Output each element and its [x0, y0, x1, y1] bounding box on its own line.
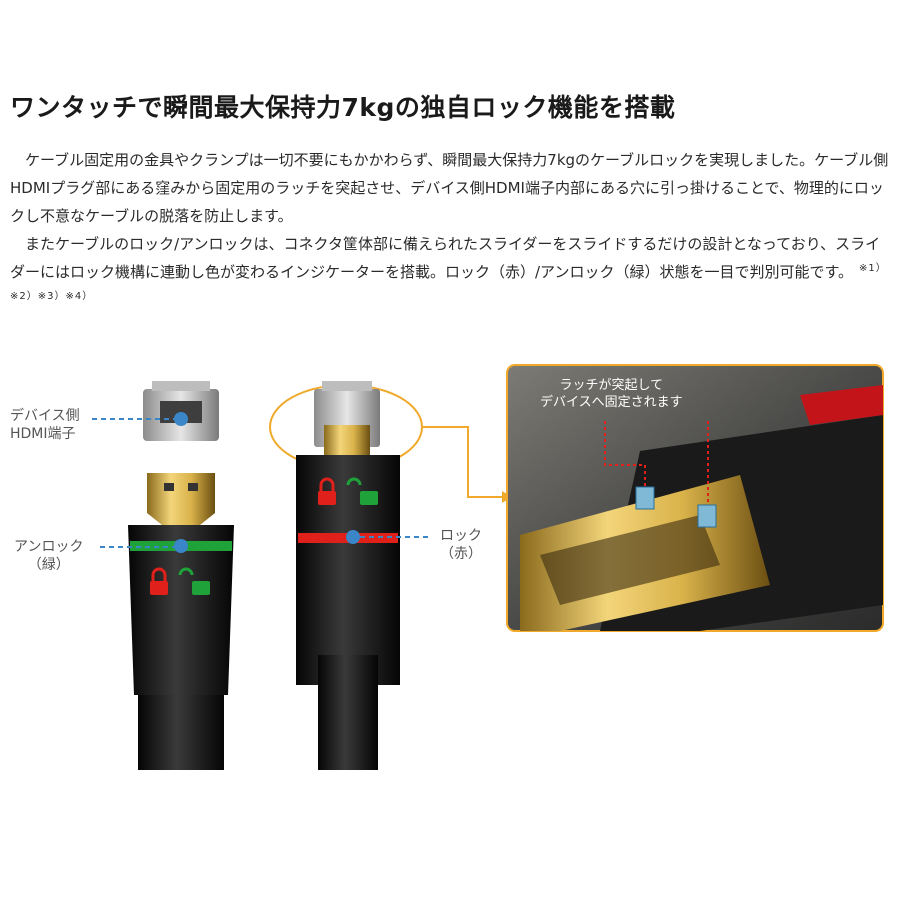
- label-device-port: デバイス側 HDMI端子: [10, 407, 80, 443]
- cable-middle: [318, 655, 378, 770]
- label-device-port-line2: HDMI端子: [10, 426, 76, 442]
- paragraph-2: またケーブルのロック/アンロックは、コネクタ筐体部に備えられたスライダーをスライ…: [10, 230, 892, 314]
- device-port-left: [143, 381, 219, 441]
- hdmi-plug-locked: [269, 381, 423, 770]
- latch-callout-line2: デバイスへ固定されます: [540, 395, 683, 410]
- zoomed-latch-photo: [506, 364, 884, 632]
- paragraph-1: ケーブル固定用の金具やクランプは一切不要にもかかわらず、瞬間最大保持力7kgのケ…: [10, 146, 892, 230]
- latch-callout: ラッチが突起して デバイスへ固定されます: [540, 377, 683, 411]
- cable-left: [138, 695, 224, 770]
- paragraph-1-text: ケーブル固定用の金具やクランプは一切不要にもかかわらず、瞬間最大保持力7kgのケ…: [10, 151, 889, 225]
- label-unlock: アンロック （緑）: [14, 538, 83, 574]
- lock-mechanism-figure: デバイス側 HDMI端子 アンロック （緑） ロック （赤） ラッチが突起して …: [0, 355, 900, 785]
- page-heading: ワンタッチで瞬間最大保持力7kgの独自ロック機能を搭載: [10, 93, 676, 122]
- callout-connector: [422, 426, 502, 498]
- label-lock: ロック （赤）: [440, 527, 482, 563]
- product-illustration: [92, 364, 884, 770]
- label-unlock-line2: （緑）: [27, 557, 70, 573]
- leader-lines: [92, 418, 432, 548]
- footnote-refs: ※1）※2）※3）※4）: [10, 263, 887, 302]
- label-unlock-line1: アンロック: [14, 539, 84, 555]
- hdmi-plug-unlocked: [128, 473, 234, 770]
- label-lock-line1: ロック: [440, 528, 482, 544]
- label-lock-line2: （赤）: [440, 546, 482, 562]
- lock-closed-icon: [150, 581, 168, 595]
- label-device-port-line1: デバイス側: [10, 408, 80, 424]
- description-text: ケーブル固定用の金具やクランプは一切不要にもかかわらず、瞬間最大保持力7kgのケ…: [10, 146, 892, 314]
- lock-open-icon: [192, 581, 210, 595]
- latch-callout-line1: ラッチが突起して: [559, 378, 664, 393]
- paragraph-2-text: またケーブルのロック/アンロックは、コネクタ筐体部に備えられたスライダーをスライ…: [10, 235, 881, 281]
